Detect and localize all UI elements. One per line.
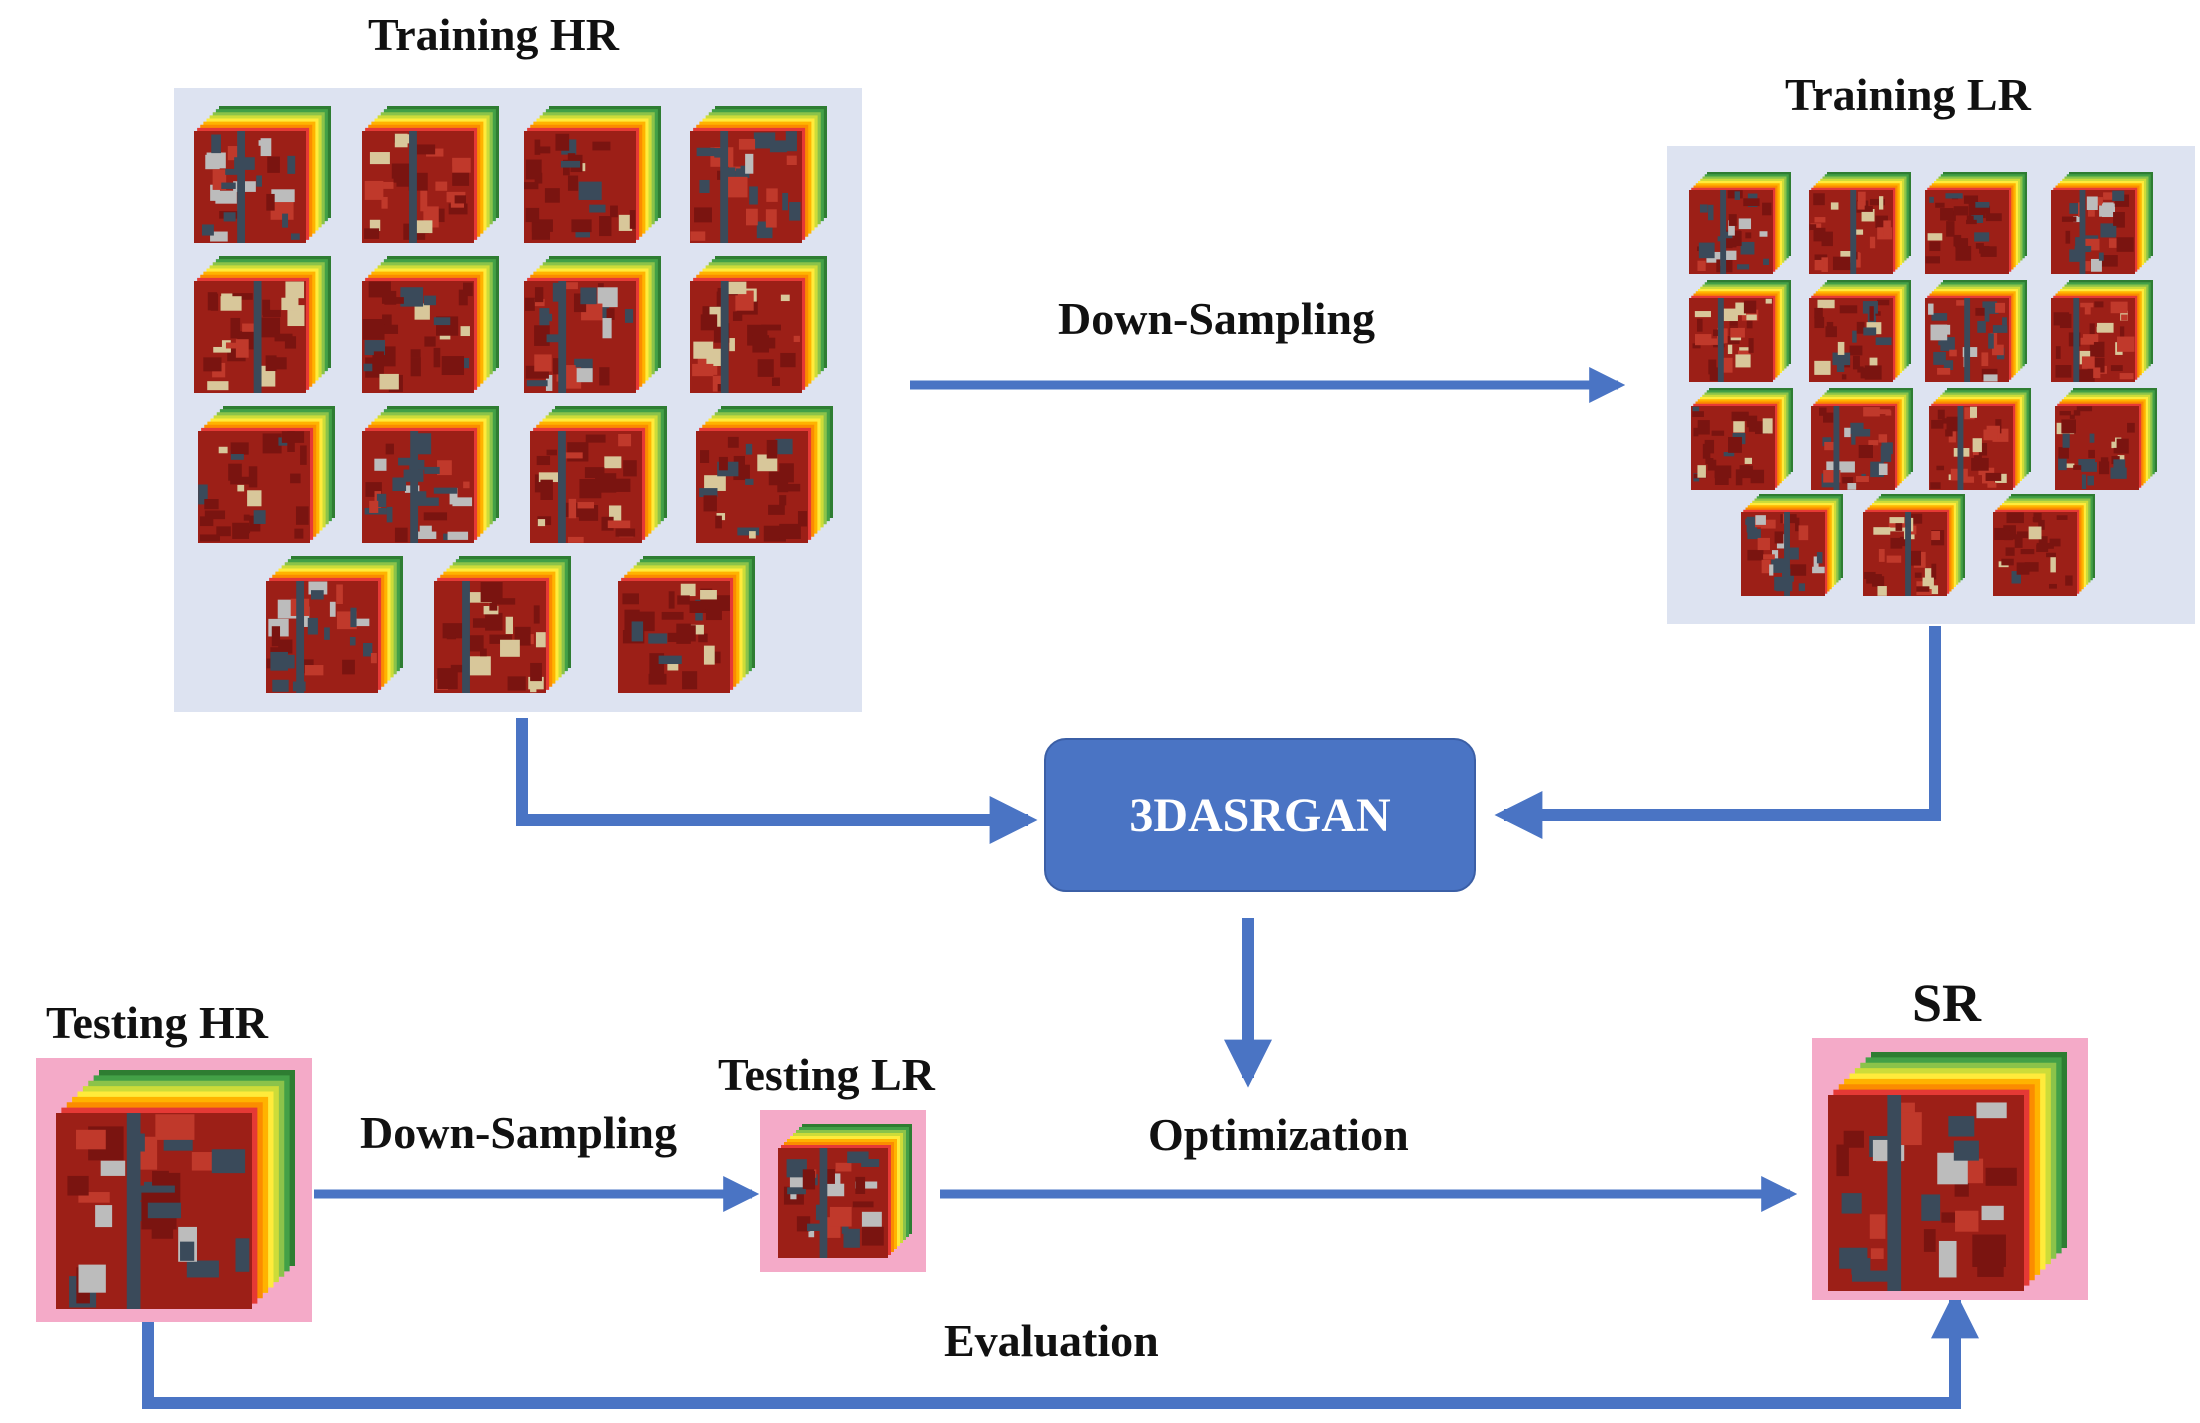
training-hr-patch: [434, 556, 571, 693]
training-hr-patch-cube: [618, 556, 755, 693]
model-3dasrgan-node: 3DASRGAN: [1044, 738, 1476, 892]
evaluation-label: Evaluation: [944, 1315, 1159, 1366]
training-hr-patch: [690, 106, 827, 243]
training-hr-patch: [362, 106, 499, 243]
training-hr-patch: [194, 256, 331, 393]
training-lr-patch: [1863, 494, 1965, 596]
training-lr-patch-cube: [1863, 494, 1965, 596]
testing-hr-title: Testing HR: [46, 997, 268, 1048]
training-lr-patch: [1689, 280, 1791, 382]
training-hr-patch-cube: [530, 406, 667, 543]
training-lr-patch: [1811, 388, 1913, 490]
training-hr-panel: [174, 88, 862, 712]
training-lr-patch-cube: [1689, 280, 1791, 382]
training-lr-patch: [1929, 388, 2031, 490]
training-hr-patch-cube: [696, 406, 833, 543]
training-hr-patch-cube: [362, 256, 499, 393]
training-hr-patch-cube: [690, 256, 827, 393]
training-hr-title: Training HR: [368, 9, 619, 60]
training-lr-patch-cube: [2051, 172, 2153, 274]
training-lr-patch-cube: [2055, 388, 2157, 490]
training-lr-patch-cube: [1925, 172, 2027, 274]
training-hr-patch-cube: [524, 106, 661, 243]
testing-lr-hyperspectral-cube: [778, 1124, 912, 1258]
training-hr-patch-cube: [198, 406, 335, 543]
training-lr-patch: [2051, 172, 2153, 274]
training-hr-patch-cube: [690, 106, 827, 243]
training-lr-patch-cube: [1925, 280, 2027, 382]
training-lr-panel: [1667, 146, 2195, 624]
testing-lr-frame: [760, 1110, 926, 1272]
sr-hyperspectral-cube: [1828, 1052, 2067, 1291]
training-hr-patch-cube: [194, 256, 331, 393]
hr-to-model-arrow: [516, 718, 1038, 844]
training-lr-patch: [1993, 494, 2095, 596]
training-lr-patch-cube: [1741, 494, 1843, 596]
training-hr-patch: [530, 406, 667, 543]
training-hr-patch: [618, 556, 755, 693]
training-lr-patch: [2051, 280, 2153, 382]
training-lr-patch-cube: [1691, 388, 1793, 490]
training-lr-title: Training LR: [1785, 69, 2031, 120]
lr-to-model-arrow: [1494, 626, 1941, 839]
downsampling-label-top: Down-Sampling: [1058, 293, 1375, 344]
optimization-label: Optimization: [1148, 1109, 1409, 1160]
training-hr-patch: [266, 556, 403, 693]
training-hr-patch: [690, 256, 827, 393]
training-lr-patch: [1809, 280, 1911, 382]
training-hr-patch: [524, 256, 661, 393]
training-lr-patch-cube: [2051, 280, 2153, 382]
training-hr-patch: [696, 406, 833, 543]
training-lr-patch-cube: [1929, 388, 2031, 490]
training-lr-patch: [1689, 172, 1791, 274]
training-hr-patch-cube: [434, 556, 571, 693]
model-label: 3DASRGAN: [1129, 788, 1391, 842]
training-hr-patch: [362, 256, 499, 393]
training-lr-patch: [2055, 388, 2157, 490]
training-lr-patch-cube: [1689, 172, 1791, 274]
training-hr-patch-cube: [524, 256, 661, 393]
training-hr-patch: [362, 406, 499, 543]
training-hr-patch-cube: [194, 106, 331, 243]
training-lr-patch-cube: [1993, 494, 2095, 596]
training-hr-patch: [194, 106, 331, 243]
training-lr-patch: [1741, 494, 1843, 596]
training-lr-patch: [1691, 388, 1793, 490]
sr-title: SR: [1912, 973, 1982, 1033]
downsampling-label-bottom: Down-Sampling: [360, 1107, 677, 1158]
training-hr-patch-cube: [362, 406, 499, 543]
training-hr-patch-cube: [362, 106, 499, 243]
training-lr-patch-cube: [1809, 172, 1911, 274]
testing-lr-title: Testing LR: [718, 1049, 935, 1100]
sr-frame: [1812, 1038, 2088, 1300]
training-lr-patch-cube: [1809, 280, 1911, 382]
training-lr-patch: [1925, 172, 2027, 274]
evaluation-arrow: [142, 1290, 1979, 1409]
training-hr-patch: [198, 406, 335, 543]
testing-hr-hyperspectral-cube: [56, 1070, 295, 1309]
training-lr-patch-cube: [1811, 388, 1913, 490]
training-hr-patch: [524, 106, 661, 243]
training-lr-patch: [1809, 172, 1911, 274]
training-lr-patch: [1925, 280, 2027, 382]
training-hr-patch-cube: [266, 556, 403, 693]
testing-hr-frame: [36, 1058, 312, 1322]
